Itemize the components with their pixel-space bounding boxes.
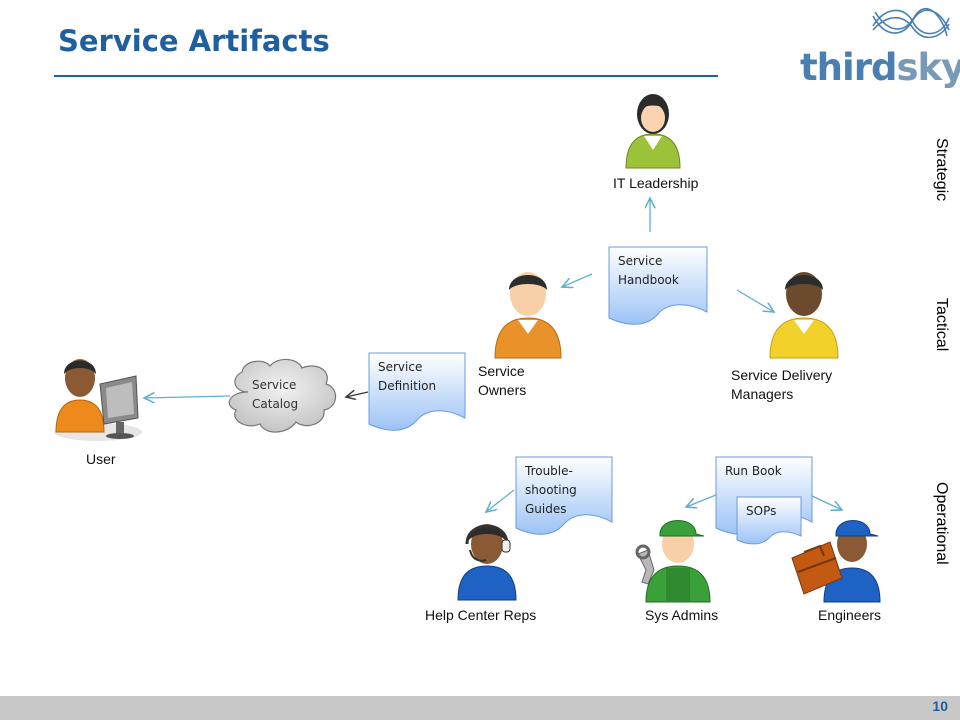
service-delivery-managers-label: Service Delivery Managers [731, 367, 833, 402]
cloud-icon [228, 358, 337, 433]
help-center-rep-person-icon [454, 516, 520, 602]
arrow-catalog-to-user [144, 396, 231, 398]
page-number: 10 [932, 698, 948, 714]
troubleshooting-guides-doc: Trouble- shooting Guides [515, 456, 613, 538]
title-underline [54, 75, 718, 77]
footer-bar [0, 696, 960, 720]
logo-wave-icon [872, 8, 950, 39]
troubleshooting-guides-label: Trouble- shooting Guides [525, 464, 577, 516]
user-label: User [86, 451, 116, 467]
service-delivery-manager-person-icon [768, 264, 840, 360]
sops-label: SOPs [746, 504, 777, 518]
arrow-runbook-to-sysadmins [686, 494, 717, 507]
sops-doc: SOPs [736, 496, 802, 546]
run-book-label: Run Book [725, 464, 782, 478]
logo-text-third: third [800, 46, 897, 89]
slide-title: Service Artifacts [58, 24, 330, 58]
service-catalog-cloud: Service Catalog [226, 358, 342, 436]
sys-admins-label: Sys Admins [645, 607, 719, 623]
sys-admin-person-icon [634, 510, 720, 604]
logo-wordmark: thirdsky [800, 46, 960, 89]
service-handbook-doc: Service Handbook [608, 246, 708, 328]
arrow-handbook-to-sdm [736, 289, 774, 312]
service-definition-label: Service Definition [378, 360, 437, 393]
service-definition-doc: Service Definition [368, 352, 466, 434]
user-at-computer-icon [50, 352, 146, 444]
arrow-definition-to-catalog [346, 392, 369, 397]
service-catalog-label: Service Catalog [252, 378, 299, 411]
engineer-person-icon [790, 512, 886, 604]
it-leadership-label: IT Leadership [613, 175, 699, 191]
service-handbook-label: Service Handbook [618, 254, 679, 287]
service-owners-person-icon [493, 264, 563, 360]
logo-text-sky: sky [896, 46, 960, 89]
help-center-reps-label: Help Center Reps [425, 607, 537, 623]
arrow-guides-to-helpcenter [486, 489, 515, 512]
service-owners-label: Service Owners [478, 363, 527, 398]
arrow-handbook-to-owners [562, 273, 593, 287]
it-leadership-person-icon [622, 90, 684, 170]
engineers-label: Engineers [818, 607, 882, 623]
arrow-runbook-to-engineers [811, 495, 842, 510]
